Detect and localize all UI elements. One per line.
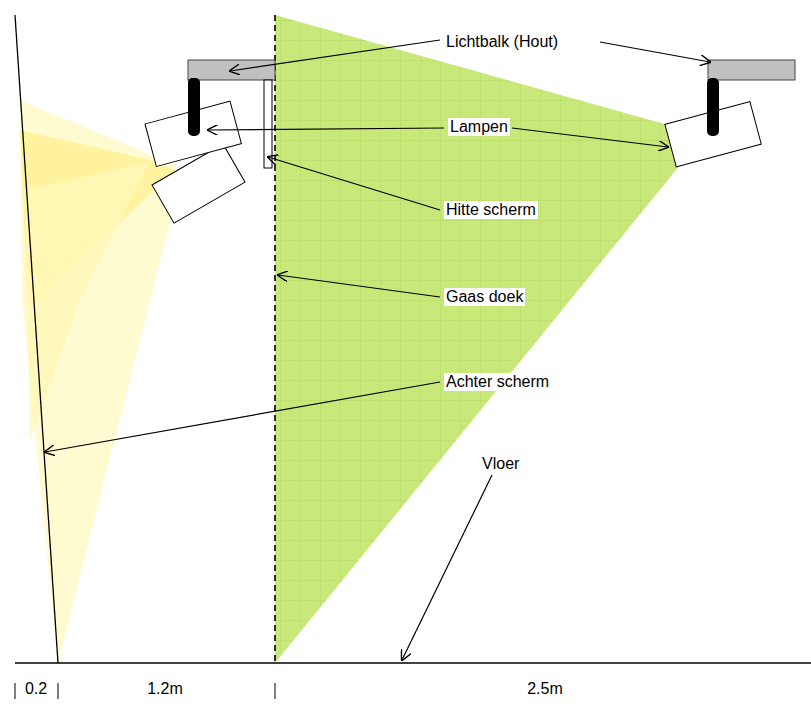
part-label: Lichtbalk (Hout)	[444, 33, 560, 51]
part-label: Vloer	[480, 455, 521, 473]
light-beam	[25, 162, 150, 440]
floor	[15, 662, 811, 663]
leader-lines	[45, 40, 710, 660]
part-label: Gaas doek	[444, 288, 525, 306]
dimension-label: 1.2m	[145, 680, 185, 698]
heat-screen	[264, 80, 272, 168]
lamp-post	[707, 78, 719, 136]
part-label: Lampen	[448, 118, 510, 136]
part-label: Achter scherm	[444, 373, 551, 391]
light-bar	[708, 60, 795, 80]
gauze-cloth	[274, 15, 276, 663]
light-beam	[275, 15, 680, 663]
dimension-label: 2.5m	[525, 680, 565, 698]
dimension-label: 0.2	[23, 680, 49, 698]
light-bar	[188, 60, 275, 80]
back-screen	[15, 15, 58, 663]
part-label: Hitte scherm	[444, 201, 538, 219]
lamp-post	[188, 78, 200, 136]
lamp-post	[188, 78, 200, 136]
